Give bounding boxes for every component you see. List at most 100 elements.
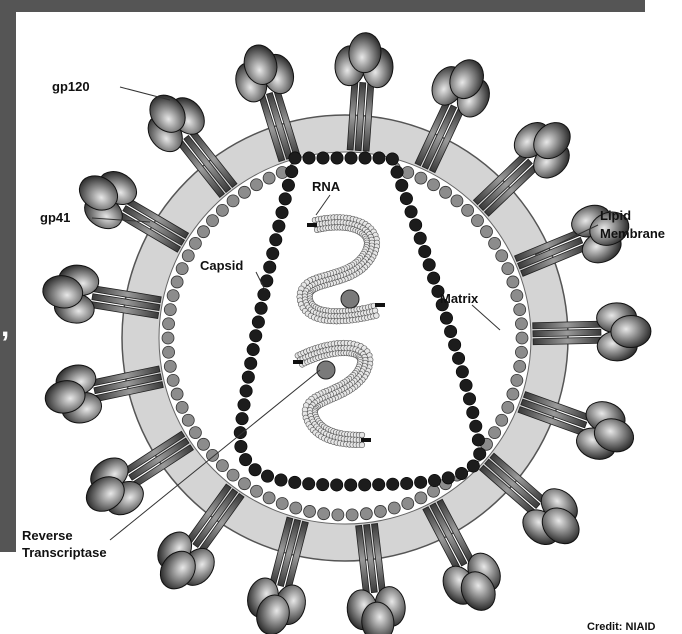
capsid-bead [470,420,482,432]
rna-end-cap [375,303,385,307]
matrix-bead [415,492,427,504]
capsid-bead [276,206,288,218]
matrix-bead [511,290,523,302]
lipid-label-line2: Membrane [600,226,665,241]
matrix-bead [428,485,440,497]
matrix-label: Matrix [440,291,479,306]
capsid-bead [267,247,279,259]
matrix-bead [189,427,201,439]
capsid-bead [273,220,285,232]
matrix-bead [207,449,219,461]
capsid-bead [427,272,439,284]
matrix-bead [251,179,263,191]
matrix-bead [163,318,175,330]
capsid-bead [442,472,454,484]
capsid-bead [289,476,301,488]
matrix-bead [415,172,427,184]
capsid-bead [249,464,261,476]
matrix-bead [515,318,527,330]
capsid-bead [236,412,248,424]
matrix-bead [207,215,219,227]
gp120-leader [120,87,170,100]
matrix-bead [164,304,176,316]
matrix-bead [176,401,188,413]
rna-end-cap [307,223,317,227]
capsid-label: Capsid [200,258,243,273]
matrix-bead [502,263,514,275]
matrix-bead [332,509,344,521]
matrix-bead [514,360,526,372]
matrix-bead [502,401,514,413]
capsid-bead [428,474,440,486]
capsid-bead [275,474,287,486]
capsid-bead [255,302,267,314]
capsid-bead [359,152,371,164]
matrix-bead [402,167,414,179]
matrix-bead [471,215,483,227]
capsid-bead [463,393,475,405]
capsid-bead [264,261,276,273]
capsid-bead [245,357,257,369]
capsid-bead [455,467,467,479]
capsid-bead [303,152,315,164]
capsid-bead [405,206,417,218]
capsid-bead [452,352,464,364]
rna-end-cap [361,438,371,442]
matrix-bead [511,374,523,386]
rna-bead [359,442,365,448]
capsid-bead [252,316,264,328]
capsid-bead [285,165,297,177]
capsid-bead [250,330,262,342]
matrix-bead [167,374,179,386]
capsid-bead [317,152,329,164]
matrix-bead [263,492,275,504]
capsid-bead [409,219,421,231]
matrix-bead [402,497,414,509]
matrix-bead [263,172,275,184]
capsid-bead [289,152,301,164]
matrix-bead [276,497,288,509]
capsid-bead [472,434,484,446]
matrix-bead [318,508,330,520]
rna-label: RNA [312,179,341,194]
capsid-bead [386,478,398,490]
capsid-bead [261,470,273,482]
matrix-bead [238,186,250,198]
matrix-bead [428,179,440,191]
credit-label: Credit: NIAID [587,621,656,633]
capsid-bead [414,476,426,488]
matrix-bead [489,237,501,249]
matrix-bead [189,237,201,249]
matrix-bead [507,276,519,288]
matrix-bead [216,460,228,472]
gp120-label: gp120 [52,79,90,94]
matrix-bead [388,502,400,514]
capsid-bead [474,448,486,460]
matrix-bead [171,388,183,400]
capsid-bead [419,245,431,257]
matrix-bead [176,263,188,275]
capsid-bead [372,478,384,490]
matrix-bead [496,414,508,426]
reverse-transcriptase-label-line2: Transcriptase [22,545,107,560]
capsid-bead [444,325,456,337]
capsid-bead [235,440,247,452]
rna-bead [374,313,380,319]
matrix-bead [489,427,501,439]
matrix-bead [171,276,183,288]
capsid-bead [440,312,452,324]
capsid-bead [396,179,408,191]
capsid-bead [414,232,426,244]
capsid-bead [358,479,370,491]
matrix-bead [360,508,372,520]
capsid-bead [391,166,403,178]
capsid-bead [344,479,356,491]
matrix-bead [290,502,302,514]
matrix-bead [440,186,452,198]
matrix-bead [304,505,316,517]
matrix-bead [227,195,239,207]
matrix-bead [507,388,519,400]
gp41-label: gp41 [40,210,70,225]
capsid-bead [247,343,259,355]
capsid-bead [423,259,435,271]
